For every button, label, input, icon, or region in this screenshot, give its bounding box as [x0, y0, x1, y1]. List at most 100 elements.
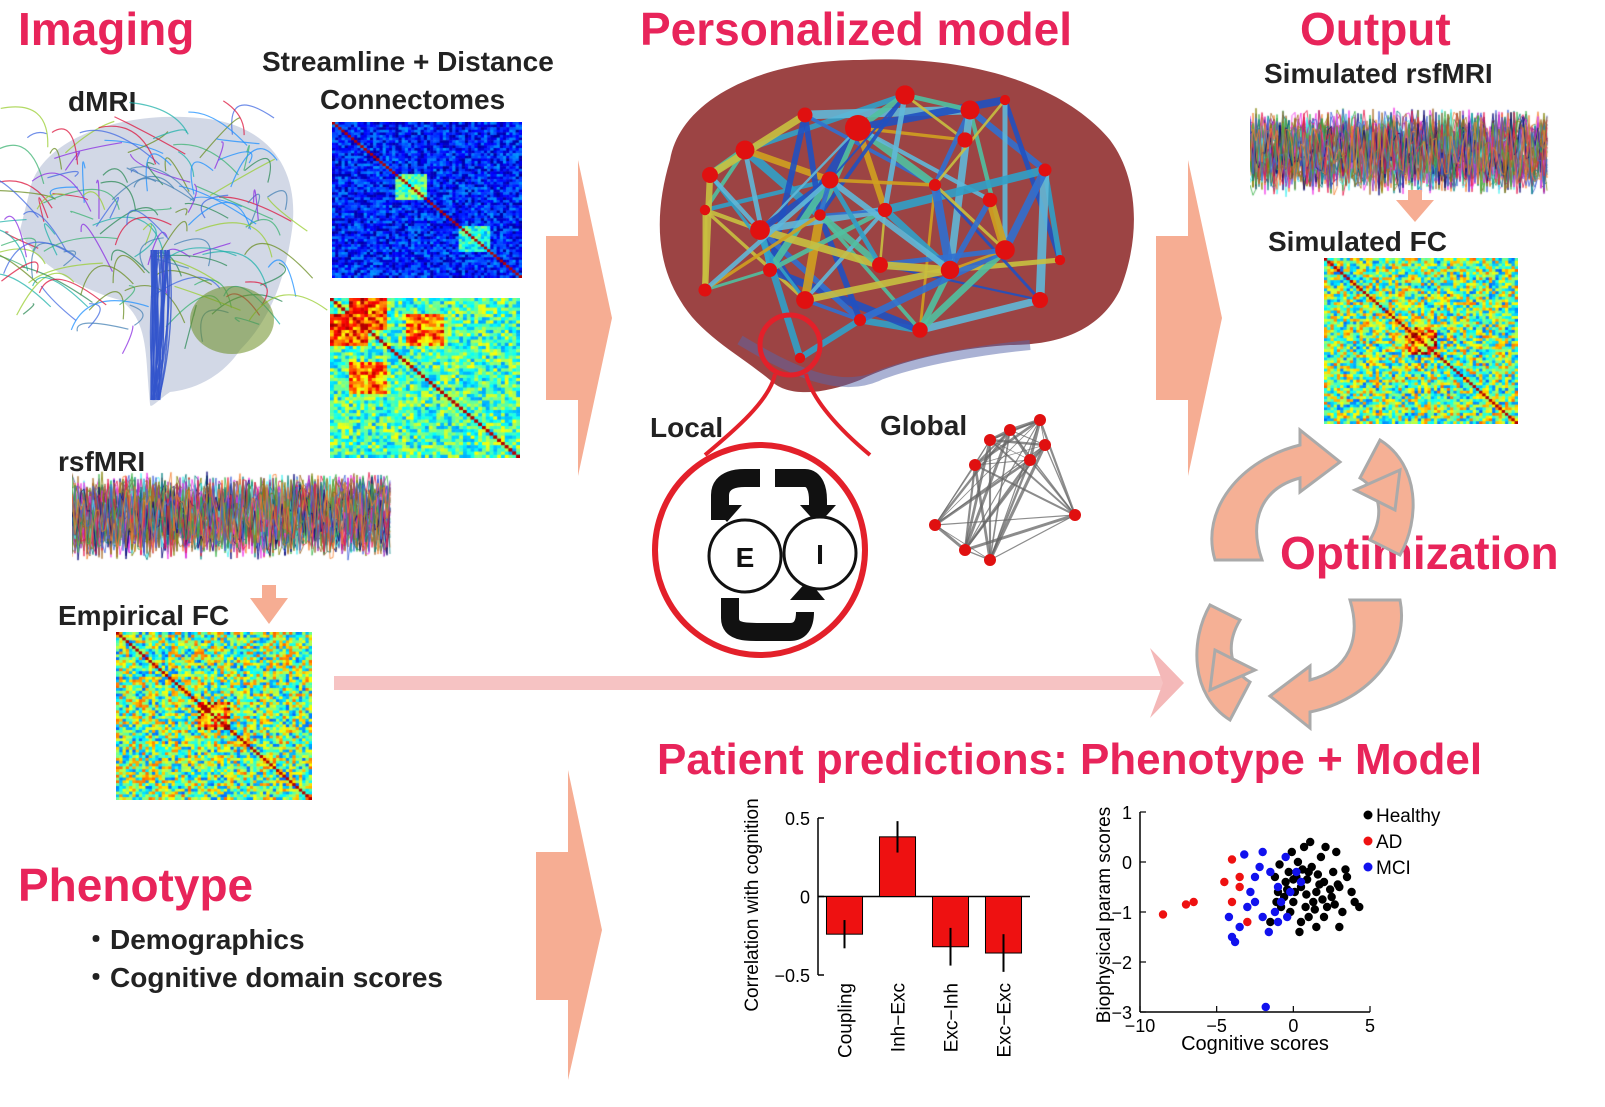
tract-fiber — [31, 172, 92, 212]
global-edge — [963, 429, 1012, 551]
tract-fiber — [16, 272, 75, 316]
tract-fiber — [133, 178, 195, 202]
tract-fiber — [43, 236, 118, 252]
tract-fiber — [0, 255, 26, 268]
tract-fiber — [32, 276, 89, 308]
tract-fiber — [188, 201, 252, 230]
tract-fiber — [247, 193, 261, 229]
tract-fiber — [244, 243, 314, 279]
tract-fiber — [219, 196, 292, 222]
global-edge — [1044, 444, 1076, 516]
brain-region-node — [957, 132, 973, 148]
tract-fiber — [159, 249, 165, 401]
bar-y-tick-label: 0 — [800, 888, 810, 908]
tract-fiber — [51, 128, 79, 165]
scatter-point-mci — [1276, 897, 1286, 907]
scatter-point-healthy — [1329, 867, 1338, 877]
tract-fiber — [0, 248, 46, 265]
scatter-y-tick-label: −3 — [1111, 1003, 1132, 1023]
tract-fiber — [0, 180, 39, 218]
scatter-point-healthy — [1333, 880, 1343, 889]
legend-marker-mci — [1363, 862, 1373, 872]
zoom-source-circle — [757, 312, 823, 378]
tract-fiber — [22, 303, 35, 315]
global-edge — [964, 419, 1041, 551]
dmri-label: dMRI — [68, 86, 137, 117]
tract-fiber — [104, 139, 164, 155]
tract-fiber — [160, 221, 188, 252]
scatter-point-healthy — [1327, 892, 1336, 902]
brain-connection — [703, 268, 772, 292]
scatter-point-mci — [1230, 937, 1240, 947]
brain-region-node — [796, 291, 814, 309]
brain-region-node — [814, 209, 826, 221]
tract-fiber — [267, 259, 297, 297]
tract-fiber — [244, 157, 272, 183]
scatter-point-healthy — [1342, 872, 1352, 882]
tract-fiber — [64, 120, 115, 154]
tract-fiber — [76, 322, 129, 332]
global-label: Global — [880, 410, 968, 441]
brain-region-node — [853, 313, 867, 327]
scatter-point-healthy — [1306, 837, 1315, 847]
brain-connection — [758, 126, 860, 232]
global-node — [969, 459, 981, 471]
legend-marker-ad — [1363, 836, 1373, 846]
scatter-point-healthy — [1321, 842, 1330, 852]
tract-fiber — [95, 179, 100, 219]
tract-fiber — [100, 181, 137, 211]
bar-y-tick-label: −0.5 — [774, 966, 810, 986]
legend-marker-healthy — [1363, 810, 1373, 820]
tract-fiber — [152, 129, 188, 140]
bar-category-label: Exc−Inh — [942, 983, 963, 1052]
global-edge — [934, 419, 1041, 526]
tract-fiber — [187, 183, 198, 213]
brain-region-node — [821, 171, 839, 189]
scatter-point-healthy — [1355, 902, 1364, 912]
brain-region-node — [698, 283, 712, 297]
brain-region-node — [912, 322, 928, 338]
scatter-point-healthy — [1309, 897, 1318, 907]
scatter-point-healthy — [1330, 900, 1339, 909]
tract-fiber — [0, 218, 27, 223]
brain-connection — [707, 172, 763, 233]
tract-fiber — [98, 125, 157, 165]
scatter-point-mci — [1270, 907, 1280, 917]
tract-fiber — [142, 223, 152, 246]
node-i-label: I — [816, 539, 824, 570]
global-edge — [989, 514, 1076, 561]
imaging-to-model-arrow — [546, 160, 612, 476]
global-edge — [989, 439, 1031, 461]
brain-region-node — [1054, 254, 1066, 266]
brain-region-node — [895, 85, 915, 105]
brain-region-node — [982, 192, 998, 208]
brain-region-node — [702, 167, 718, 183]
patient-predictions-title: Patient predictions: Phenotype + Model — [657, 735, 1483, 784]
tract-fiber — [267, 190, 288, 210]
scatter-point-healthy — [1338, 907, 1347, 917]
rsfmri-to-fc-arrow — [250, 585, 288, 624]
connectomes-label-line2: Connectomes — [320, 84, 506, 115]
local-label: Local — [650, 412, 724, 443]
tract-fiber — [43, 188, 120, 210]
tract-fiber — [70, 210, 94, 220]
scatter-point-healthy — [1341, 865, 1350, 874]
tract-fiber — [0, 237, 37, 252]
tract-fiber — [178, 185, 257, 225]
bar-category-label: Exc−Exc — [995, 983, 1016, 1057]
brain-connection — [880, 165, 1050, 215]
empirical-to-optimization-arrow — [334, 648, 1184, 718]
tract-fiber — [152, 249, 169, 401]
tract-fiber — [114, 116, 186, 155]
global-edge — [989, 439, 1076, 516]
scatter-y-tick-label: −2 — [1111, 953, 1132, 973]
brain-connection — [876, 261, 954, 274]
tract-fiber — [214, 141, 224, 170]
tract-fiber — [112, 254, 145, 284]
brain-region-node — [699, 204, 711, 216]
brain-region-node — [794, 352, 806, 364]
tract-fiber — [87, 303, 101, 329]
global-node — [1034, 414, 1046, 426]
tract-fiber — [114, 216, 172, 246]
